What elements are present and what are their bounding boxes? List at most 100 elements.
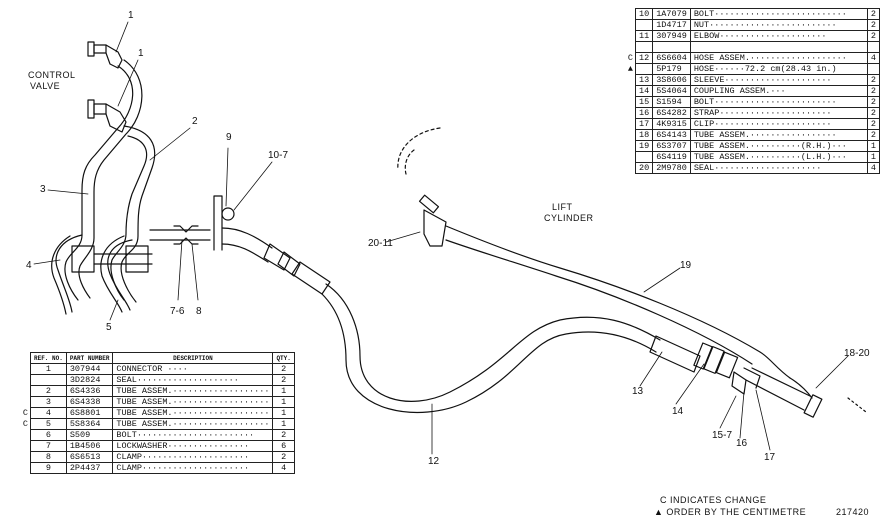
description: BOLT························ [689,96,868,108]
change-mark [625,9,636,20]
part-number: 6S4282 [652,107,691,119]
quantity: 4 [866,52,880,64]
tube-18 [745,367,811,411]
change-mark [625,20,636,31]
part-number: 6S4143 [652,129,691,141]
part-number: S1594 [652,96,691,108]
quantity: 2 [272,451,295,463]
description: CLAMP····················· [112,451,274,463]
part-number: 307944 [65,363,114,375]
quantity: 2 [272,374,295,386]
change-mark [625,97,636,108]
part-number: 1D4717 [652,19,691,31]
quantity: 1 [272,396,295,408]
change-legend: C INDICATES CHANGE [660,495,767,505]
quantity: 1 [866,140,880,152]
change-mark [625,42,636,53]
ref-no: 11 [634,30,654,42]
ref-no: 12 [634,52,654,64]
control-valve-label-line2: VALVE [30,81,61,91]
change-mark [625,130,636,141]
quantity: 2 [866,118,880,130]
quantity: 2 [866,96,880,108]
ref-no [634,19,654,31]
table-row: ▲5P179 HOSE······72.2 cm(28.43 in.) [625,63,880,75]
ref-no [634,151,654,163]
tube-3 [64,65,134,301]
connector-upper [87,41,123,69]
callout-3: 3 [40,184,46,195]
ref-no: 3 [30,396,67,408]
quantity: 2 [272,363,295,375]
change-mark [20,364,31,375]
change-mark: C [627,53,633,63]
change-mark [625,152,636,163]
ref-no: 15 [634,96,654,108]
part-number: 6S3707 [652,140,691,152]
part-number: 3S8606 [652,74,691,86]
callout-12: 12 [428,456,440,467]
change-mark [625,119,636,130]
tube-4 [51,234,83,315]
ref-no: 4 [30,407,67,419]
quantity: 2 [866,74,880,86]
ref-no: 17 [634,118,654,130]
change-mark: ▲ [627,64,633,74]
ref-no: 1 [30,363,67,375]
change-mark [625,141,636,152]
description: TUBE ASSEM.················· [689,129,868,141]
part-number: 6S4338 [65,396,114,408]
change-mark: C [22,408,28,418]
quantity: 2 [272,429,295,441]
description: SEAL···················· [112,374,274,386]
ref-no [30,374,67,386]
part-number: 2M9780 [652,162,691,174]
callout-2: 2 [192,116,198,127]
callout-1: 1 [138,48,144,59]
quantity: 4 [272,462,295,474]
qty-header: QTY. [272,352,295,364]
connector-lower [87,99,127,133]
description: TUBE ASSEM.··················· [112,407,274,419]
control-valve-label-line1: CONTROL [28,70,76,80]
quantity: 1 [272,385,295,397]
clamp-9 [213,195,223,251]
ref-no-header: REF. NO. [30,352,67,364]
callout-17: 17 [764,452,776,463]
part-number: 6S4336 [65,385,114,397]
description: STRAP······················ [689,107,868,119]
lift-cylinder-outline [397,127,441,175]
ref-no: 10 [634,8,654,20]
callout-14: 14 [672,406,684,417]
part-number: S509 [65,429,114,441]
table-row [625,41,880,53]
part-number: 4K9315 [652,118,691,130]
part-number: 1A7079 [652,8,691,20]
part-number: 6S8801 [65,407,114,419]
description-header: DESCRIPTION [112,352,274,364]
description: CLAMP····················· [112,462,274,474]
hose-12 [321,283,661,413]
quantity: 2 [866,19,880,31]
change-mark [625,108,636,119]
description: CLIP······················· [689,118,868,130]
quantity [866,63,880,75]
part-number: 6S6604 [652,52,691,64]
part-number: 5S8364 [65,418,114,430]
callout-1: 1 [128,10,134,21]
ref-no: 6 [30,429,67,441]
quantity: 1 [272,418,295,430]
